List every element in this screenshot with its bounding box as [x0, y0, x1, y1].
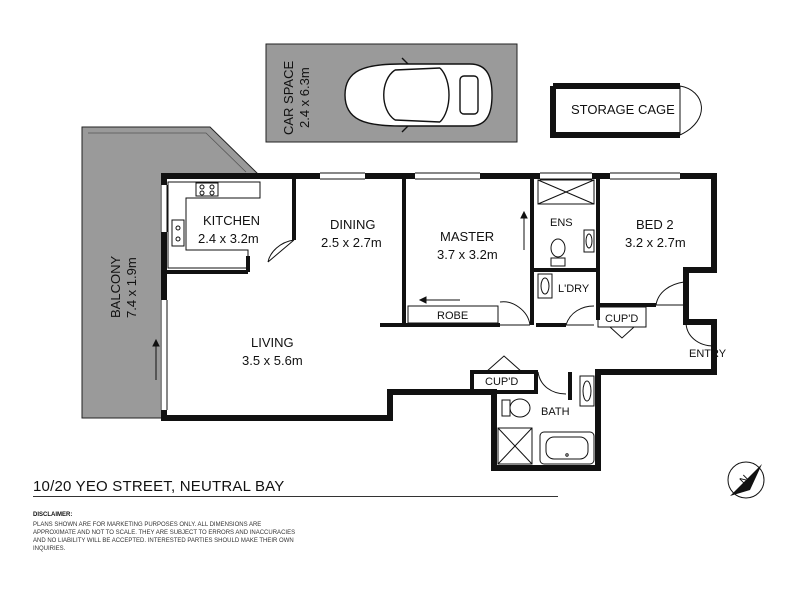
kitchen-label: KITCHEN [203, 213, 260, 228]
ensuite-fixtures [537, 179, 595, 267]
ens-label: ENS [550, 217, 573, 229]
disclaimer-title: DISCLAIMER: [33, 512, 73, 518]
master-door [499, 301, 531, 326]
car-space-dims: 2.4 x 6.3m [297, 67, 312, 128]
bathroom-walls [534, 372, 572, 400]
interior-walls [164, 176, 656, 327]
bath-door [537, 371, 567, 395]
living-dims: 3.5 x 5.6m [242, 353, 303, 368]
cupboard-bed2 [597, 306, 647, 339]
balcony-label: BALCONY [108, 256, 123, 318]
dining-dims: 2.5 x 2.7m [321, 235, 382, 250]
cupd2-label: CUP'D [485, 376, 518, 388]
laundry-door [565, 305, 595, 326]
kitchen-dims: 2.4 x 3.2m [198, 231, 259, 246]
robe-sliding-doors [407, 296, 499, 324]
storage-cage [550, 83, 702, 138]
master-wardrobe-slider [520, 210, 528, 250]
living-sliding-door [152, 338, 160, 380]
bed2-label: BED 2 [636, 217, 674, 232]
bathroom-fixtures [497, 375, 595, 465]
entry-label: ENTRY [689, 348, 727, 360]
north-compass-icon [727, 461, 765, 499]
storage-cage-label: STORAGE CAGE [571, 102, 675, 117]
disclaimer-text: PLANS SHOWN ARE FOR MARKETING PURPOSES O… [33, 522, 296, 552]
bed2-door [655, 281, 685, 306]
dining-label: DINING [330, 217, 376, 232]
living-label: LIVING [251, 335, 294, 350]
address-divider [33, 496, 558, 497]
exterior-walls [161, 173, 717, 471]
master-dims: 3.7 x 3.2m [437, 247, 498, 262]
windows [160, 172, 680, 410]
cupd1-label: CUP'D [605, 313, 638, 325]
robe-label: ROBE [437, 310, 468, 322]
laundry-fixtures [537, 273, 553, 299]
kitchen-benches [167, 181, 261, 269]
entry-door [685, 321, 715, 347]
bed2-dims: 3.2 x 2.7m [625, 235, 686, 250]
ldry-label: L'DRY [558, 283, 590, 295]
property-address: 10/20 YEO STREET, NEUTRAL BAY [33, 478, 285, 495]
kitchen-door [267, 239, 295, 263]
master-label: MASTER [440, 229, 494, 244]
car-space-label: CAR SPACE [281, 61, 296, 135]
car-icon [344, 57, 493, 133]
balcony-dims: 7.4 x 1.9m [124, 257, 139, 318]
bath-label: BATH [541, 406, 570, 418]
